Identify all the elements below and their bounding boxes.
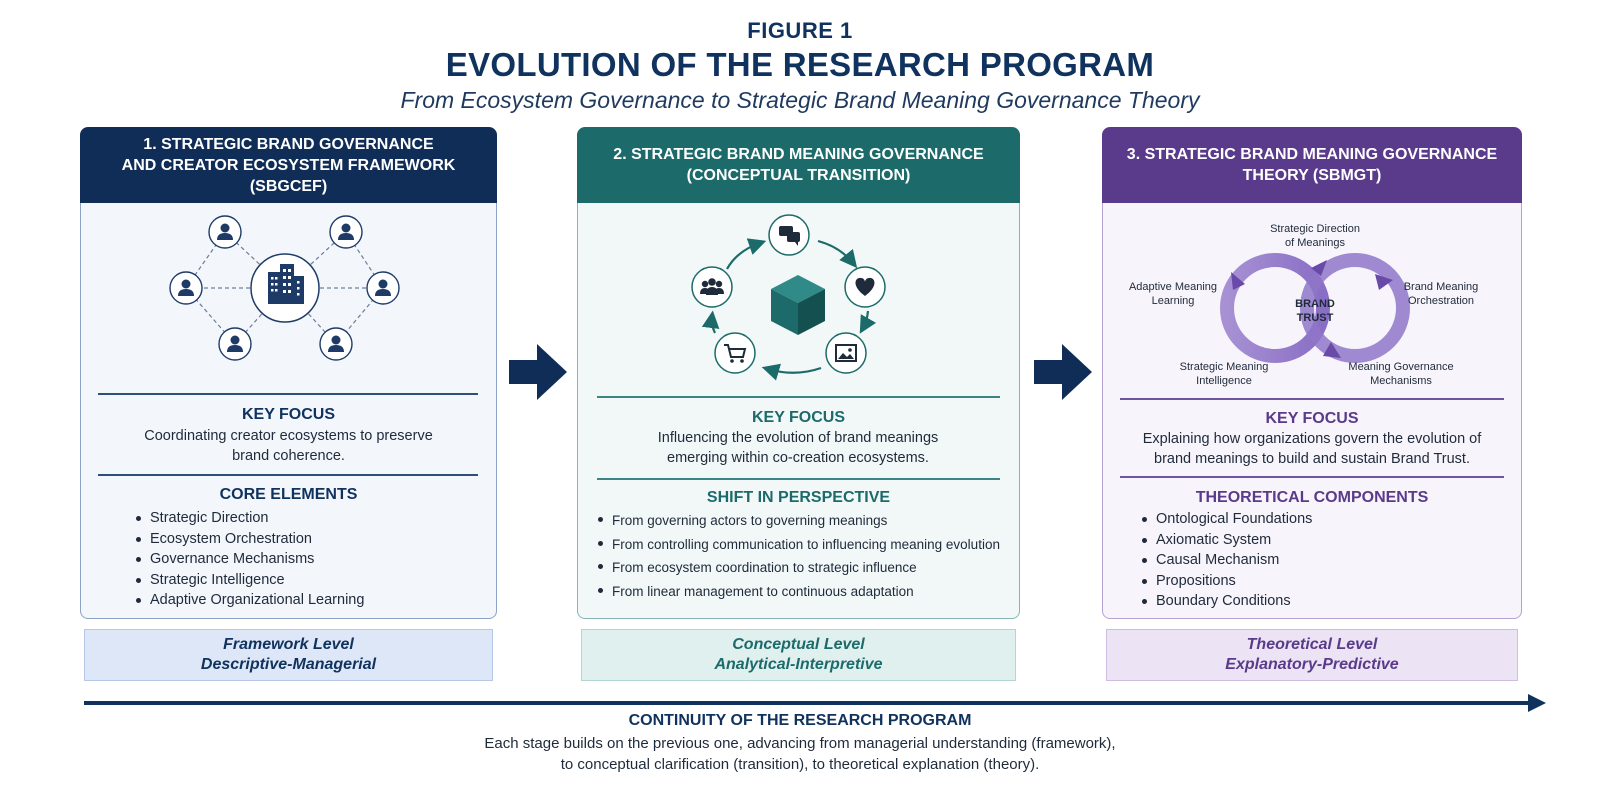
person-icon <box>329 215 363 249</box>
component-label-bottom-left: Strategic Meaning Intelligence <box>1179 361 1269 387</box>
infinity-loop-icon <box>1220 253 1410 363</box>
key-focus-text: Influencing the evolution of brand meani… <box>657 430 939 466</box>
cart-icon <box>714 332 756 374</box>
figure-subtitle: From Ecosystem Governance to Strategic B… <box>400 87 1200 113</box>
shift-perspective-title: SHIFT IN PERSPECTIVE <box>706 489 891 506</box>
list-item: Ontological Foundations <box>1140 509 1480 530</box>
center-label: BRAND TRUST <box>1295 298 1335 324</box>
key-focus-title: KEY FOCUS <box>751 409 846 426</box>
level-name: Conceptual Level <box>732 636 865 653</box>
key-focus-text: Explaining how organizations govern the … <box>1142 431 1482 467</box>
person-icon <box>208 215 242 249</box>
continuity-line: to conceptual clarification (transition)… <box>560 756 1040 773</box>
component-label-top: Strategic Direction of Meanings <box>1270 223 1360 249</box>
person-icon <box>169 271 203 305</box>
shift-perspective-list: From governing actors to governing meani… <box>596 509 1014 603</box>
list-item: Strategic Direction <box>134 508 474 529</box>
key-focus-title: KEY FOCUS <box>1265 410 1359 427</box>
list-item: Ecosystem Orchestration <box>134 529 474 550</box>
section-divider <box>597 396 1000 398</box>
column-header: 2. STRATEGIC BRAND MEANING GOVERNANCE (C… <box>577 127 1020 203</box>
core-elements-title: CORE ELEMENTS <box>219 486 358 503</box>
building-icon <box>250 253 320 323</box>
level-name: Theoretical Level <box>1246 636 1378 653</box>
person-icon <box>218 327 252 361</box>
list-item: Propositions <box>1140 571 1480 592</box>
list-item: Adaptive Organizational Learning <box>134 590 474 611</box>
level-box: Conceptual Level Analytical-Interpretive <box>581 629 1016 681</box>
section-divider <box>1120 476 1504 478</box>
person-icon <box>366 271 400 305</box>
level-box: Theoretical Level Explanatory-Predictive <box>1106 629 1518 681</box>
level-name: Framework Level <box>223 636 354 653</box>
theoretical-components-title: THEORETICAL COMPONENTS <box>1195 489 1429 506</box>
component-label-bottom-right: Meaning Governance Mechanisms <box>1348 361 1454 387</box>
list-item: Axiomatic System <box>1140 530 1480 551</box>
column-header: 3. STRATEGIC BRAND MEANING GOVERNANCE TH… <box>1102 127 1522 203</box>
list-item: Boundary Conditions <box>1140 591 1480 612</box>
list-item: Causal Mechanism <box>1140 550 1480 571</box>
list-item: Governance Mechanisms <box>134 549 474 570</box>
image-icon <box>825 332 867 374</box>
continuity-line: Each stage builds on the previous one, a… <box>484 735 1116 752</box>
meaning-cycle-diagram <box>691 214 886 381</box>
continuity-arrow-icon <box>84 694 1546 712</box>
person-icon <box>319 327 353 361</box>
list-item: From ecosystem coordination to strategic… <box>596 556 1014 580</box>
section-divider <box>597 478 1000 480</box>
list-item: From linear management to continuous ada… <box>596 580 1014 604</box>
level-type: Descriptive-Managerial <box>200 656 377 673</box>
ecosystem-network-diagram <box>169 215 400 361</box>
list-item: From controlling communication to influe… <box>596 533 1014 557</box>
heart-icon <box>844 266 886 308</box>
key-focus-text: Coordinating creator ecosystems to prese… <box>144 428 433 464</box>
column-body <box>577 203 1020 619</box>
figure-title: EVOLUTION OF THE RESEARCH PROGRAM <box>445 46 1155 83</box>
component-label-right: Brand Meaning Orchestration <box>1403 281 1479 307</box>
section-divider <box>98 393 478 395</box>
continuity-title: CONTINUITY OF THE RESEARCH PROGRAM <box>628 712 972 729</box>
component-label-left: Adaptive Meaning Learning <box>1128 281 1218 307</box>
stage-arrow-icon <box>1034 344 1092 400</box>
continuity-text: Each stage builds on the previous one, a… <box>0 733 1600 775</box>
cube-icon <box>771 275 825 335</box>
list-item: Strategic Intelligence <box>134 570 474 591</box>
chat-icon <box>768 214 810 256</box>
figure-label: FIGURE 1 <box>747 18 853 43</box>
theoretical-components-list: Ontological Foundations Axiomatic System… <box>1140 509 1480 612</box>
section-divider <box>98 474 478 476</box>
list-item: From governing actors to governing meani… <box>596 509 1014 533</box>
level-box: Framework Level Descriptive-Managerial <box>84 629 493 681</box>
stage-arrow-icon <box>509 344 567 400</box>
section-divider <box>1120 398 1504 400</box>
level-type: Analytical-Interpretive <box>714 656 883 673</box>
column-header: 1. STRATEGIC BRAND GOVERNANCE AND CREATO… <box>80 127 497 203</box>
key-focus-title: KEY FOCUS <box>241 406 336 423</box>
core-elements-list: Strategic Direction Ecosystem Orchestrat… <box>134 508 474 611</box>
group-icon <box>691 266 733 308</box>
level-type: Explanatory-Predictive <box>1225 656 1399 673</box>
